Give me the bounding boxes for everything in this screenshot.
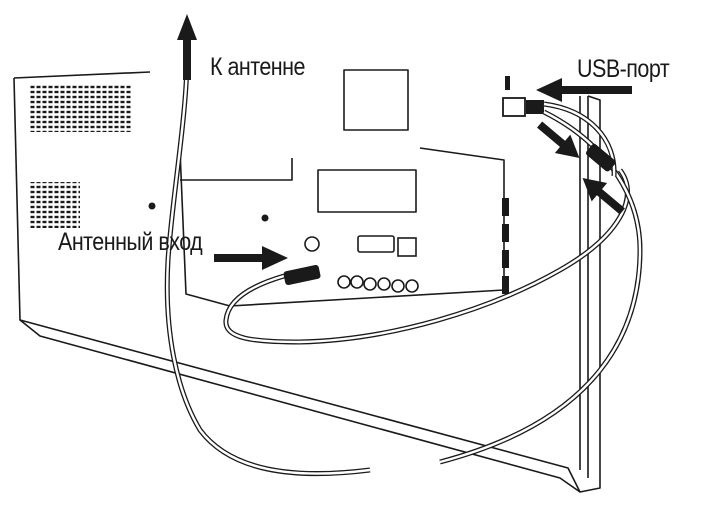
- side-port-4: [502, 276, 509, 294]
- side-port-1: [502, 198, 509, 216]
- vent-grille-top: [30, 84, 132, 132]
- usb-socket: [502, 97, 526, 117]
- connector-vga: [357, 235, 395, 253]
- screw-hole-2: [261, 214, 269, 222]
- jack-6: [405, 279, 419, 293]
- arrow-diag-1-shaft: [537, 121, 567, 149]
- antenna-cable-up: [164, 61, 371, 477]
- panel-slot: [317, 169, 417, 213]
- label-antenna-input: Антенный вход: [58, 228, 203, 256]
- antenna-cable-to-input: [223, 168, 630, 345]
- side-port-top: [505, 76, 510, 90]
- top-bracket: [343, 69, 409, 131]
- connector-small: [397, 237, 417, 257]
- tv-body-outline: [13, 77, 601, 493]
- vent-grille-bottom: [30, 182, 80, 228]
- arrow-diag-2-head: [582, 178, 608, 202]
- arrow-to-antenna-shaft: [183, 36, 191, 80]
- screw-hole-1: [148, 202, 156, 210]
- arrow-antenna-input-head: [262, 246, 288, 270]
- tv-top-edge: [13, 71, 151, 79]
- arrow-usb-head: [536, 78, 562, 102]
- label-usb-port: USB-порт: [577, 55, 670, 83]
- tv-bottom-edge: [19, 319, 581, 493]
- jack-5: [391, 279, 405, 293]
- arrow-diag-1-head: [554, 134, 580, 158]
- tv-side-edge: [579, 96, 589, 478]
- jack-2: [350, 275, 364, 289]
- jack-1: [337, 275, 351, 289]
- arrow-antenna-input-shaft: [214, 254, 264, 262]
- arrow-to-antenna-head: [177, 14, 197, 40]
- arrow-diag-2-shaft: [595, 187, 625, 215]
- side-port-2: [502, 224, 509, 242]
- tv-inner-panel: [179, 147, 505, 307]
- antenna-plug: [283, 264, 321, 286]
- jack-3: [363, 277, 377, 291]
- tv-panel-step: [180, 158, 293, 181]
- arrow-usb-shaft: [560, 86, 632, 94]
- usb-flash-plug: [586, 143, 616, 172]
- usb-plug-head: [526, 100, 544, 114]
- side-port-3: [502, 250, 509, 268]
- label-to-antenna: К антенне: [210, 53, 305, 81]
- jack-4: [377, 277, 391, 291]
- connector-round: [304, 236, 320, 252]
